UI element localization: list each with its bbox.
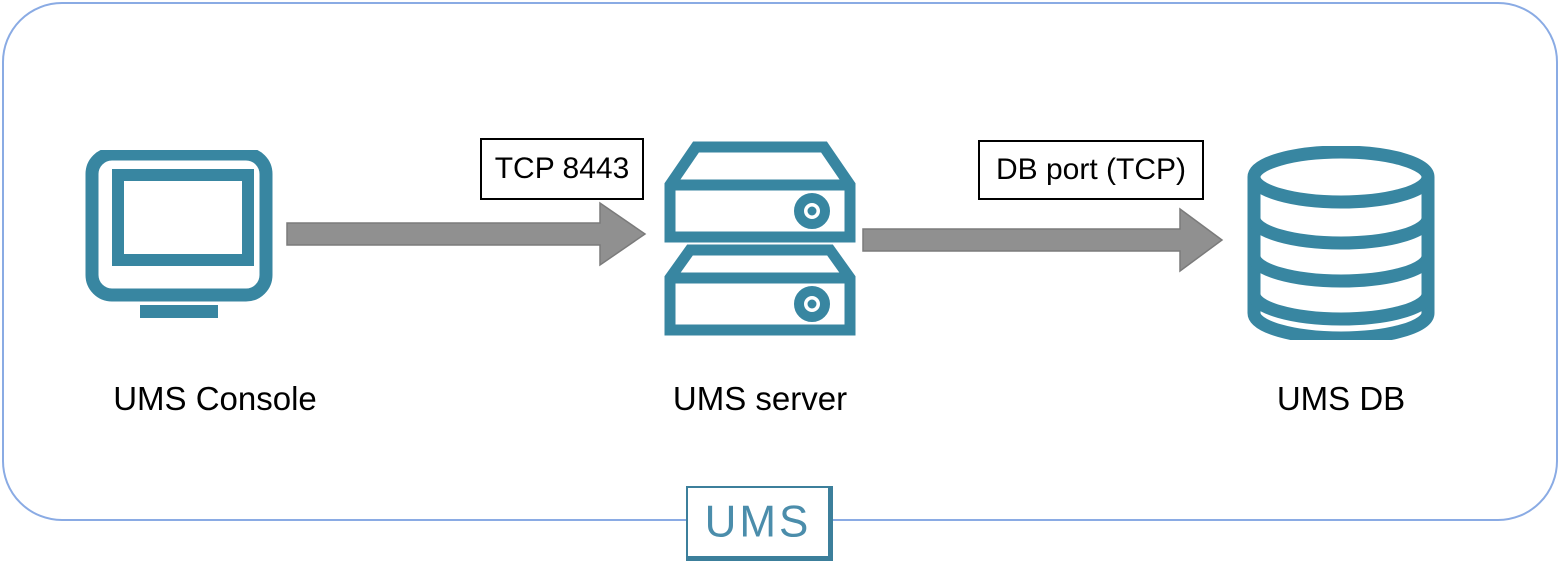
label-ums-console: UMS Console: [113, 380, 317, 417]
monitor-icon: [85, 150, 273, 318]
label-ums-server: UMS server: [672, 380, 848, 417]
port-label-db-port-text: DB port (TCP): [995, 153, 1187, 186]
label-ums-db: UMS DB: [1276, 380, 1406, 417]
port-label-tcp-8443-text: TCP 8443: [494, 152, 630, 185]
arrow-console-to-server: [286, 201, 647, 267]
database-icon: [1247, 146, 1435, 340]
arrow-server-to-db: [862, 207, 1224, 273]
port-label-tcp-8443: TCP 8443: [480, 138, 644, 200]
server-icon: [664, 141, 856, 336]
ums-logo-box: UMS: [686, 486, 833, 561]
port-label-db-port: DB port (TCP): [978, 140, 1204, 200]
ums-logo-text: UMS: [704, 496, 812, 547]
